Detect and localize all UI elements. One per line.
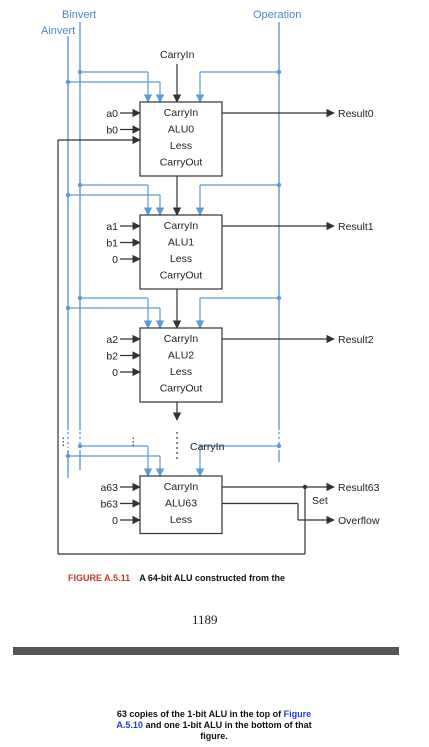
figure-label: FIGURE A.5.11 <box>68 573 130 583</box>
alu-box-label: Less <box>170 366 192 378</box>
ellipsis-left: ⋮ <box>58 436 69 448</box>
operation-label: Operation <box>253 9 301 21</box>
alu-input-label: 0 <box>112 254 118 266</box>
alu-box-label: Less <box>170 253 192 265</box>
alu-input-label: a63 <box>100 482 118 494</box>
figure-link[interactable]: Figure <box>284 709 312 719</box>
continuation-line-1: 63 copies of the 1-bit ALU in the top of… <box>117 709 311 719</box>
result-label: Result0 <box>338 108 374 120</box>
alu-box <box>139 327 223 403</box>
alu-input-label: a0 <box>106 108 118 120</box>
alu-input-label: b0 <box>106 125 118 137</box>
ellipsis-mid: ⋮ <box>128 436 139 448</box>
figure-title: A 64-bit ALU constructed from the <box>139 573 285 583</box>
figure-caption: FIGURE A.5.11 A 64-bit ALU constructed f… <box>68 568 285 585</box>
junction-dot <box>77 182 83 188</box>
page-number: 1189 <box>192 612 218 627</box>
junction-dot <box>65 453 71 459</box>
result-label: Result63 <box>338 482 380 494</box>
page-divider <box>13 647 399 655</box>
junction-dot <box>77 295 83 301</box>
carryin-top-label: CarryIn <box>160 49 195 61</box>
carryin-bottom-label: CarryIn <box>190 441 225 453</box>
alu-box-label: ALU1 <box>168 237 194 249</box>
alu-box-label: CarryOut <box>160 270 203 282</box>
junction-dot <box>77 443 83 449</box>
junction-dot <box>276 295 282 301</box>
ainvert-label: Ainvert <box>41 25 75 37</box>
alu-box-label: Less <box>170 140 192 152</box>
alu-box-label: CarryIn <box>164 107 199 119</box>
junction-dot <box>77 69 83 75</box>
result-label: Result1 <box>338 221 374 233</box>
alu-box-label: CarryOut <box>160 383 203 395</box>
overflow-path <box>222 502 335 525</box>
alu-input-label: b1 <box>106 238 118 250</box>
result-label: Result2 <box>338 334 374 346</box>
alu-box <box>139 475 223 535</box>
continuation-line-2: A.5.10 and one 1-bit ALU in the bottom o… <box>116 720 311 730</box>
alu-input-label: 0 <box>112 515 118 527</box>
alu-box-label: CarryIn <box>164 481 199 493</box>
continuation-line-3: figure. <box>200 731 228 741</box>
figure-number-link[interactable]: A.5.10 <box>116 720 143 730</box>
alu-input-label: b2 <box>106 351 118 363</box>
alu-box-label: Less <box>170 514 192 526</box>
junction-dot <box>65 305 71 311</box>
alu-box-label: ALU0 <box>168 124 194 136</box>
alu-box-label: CarryOut <box>160 157 203 169</box>
binvert-label: Binvert <box>62 9 96 21</box>
alu-input-label: b63 <box>100 499 118 511</box>
junction-dot <box>65 79 71 85</box>
alu-input-label: a2 <box>106 334 118 346</box>
alu-box-label: CarryIn <box>164 220 199 232</box>
alu-box-label: CarryIn <box>164 333 199 345</box>
junction-dot <box>276 443 282 449</box>
junction-dot <box>302 484 308 490</box>
junction-dot <box>65 192 71 198</box>
alu-input-label: 0 <box>112 367 118 379</box>
alu-input-label: a1 <box>106 221 118 233</box>
overflow-label: Overflow <box>338 515 380 527</box>
alu-box-label: ALU63 <box>165 498 197 510</box>
junction-dot <box>276 69 282 75</box>
alu-box <box>139 101 223 177</box>
alu-box <box>139 214 223 290</box>
alu-box-label: ALU2 <box>168 350 194 362</box>
set-label: Set <box>312 495 328 507</box>
junction-dot <box>276 182 282 188</box>
